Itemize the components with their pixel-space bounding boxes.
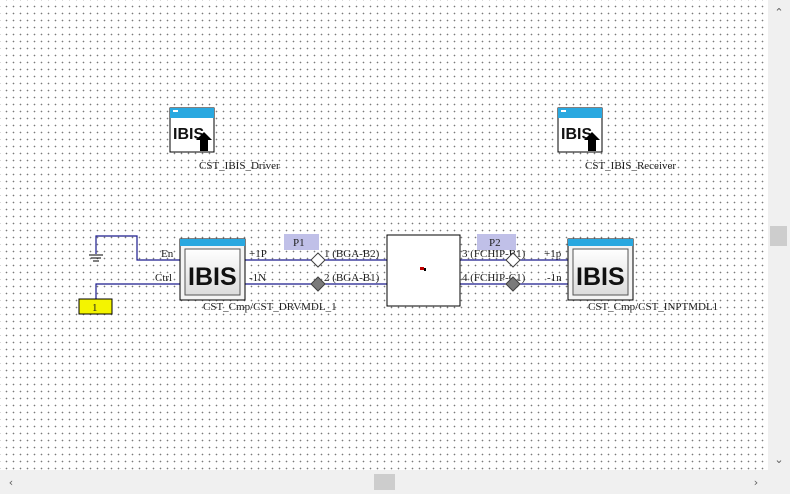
schematic-canvas[interactable]: IBIS CST_IBIS_Driver IBIS CST_IBIS_Recei… xyxy=(0,0,769,470)
receiver-model-label: CST_IBIS_Receiver xyxy=(585,160,676,172)
port-node-open[interactable] xyxy=(505,252,521,268)
driver-model-logo: IBIS xyxy=(173,126,204,143)
driver-label: CST_Cmp/CST_DRVMDL_1 xyxy=(203,301,337,313)
scroll-down-icon[interactable]: ⌄ xyxy=(774,452,784,466)
scrollbar-corner xyxy=(768,470,790,494)
center-block[interactable] xyxy=(386,234,461,307)
block-pin-2: 2 (BGA-B1) xyxy=(324,272,380,284)
scroll-up-icon[interactable]: ⌃ xyxy=(774,5,784,19)
driver-pin-en: En xyxy=(161,248,174,260)
receiver-model-icon[interactable]: IBIS xyxy=(557,107,603,153)
receiver-logo: IBIS xyxy=(576,263,625,291)
upload-arrow-icon xyxy=(584,132,600,151)
port-node-filled[interactable] xyxy=(505,276,521,292)
driver-model-icon[interactable]: IBIS xyxy=(169,107,215,153)
driver-logo: IBIS xyxy=(188,263,237,291)
receiver-pin-plus: +1p xyxy=(544,248,562,260)
driver-pin-ctrl: Ctrl xyxy=(155,272,172,284)
horizontal-scroll-thumb[interactable] xyxy=(374,474,395,490)
block-pin-1: 1 (BGA-B2) xyxy=(324,248,380,260)
scroll-right-icon[interactable]: › xyxy=(753,475,759,489)
driver-pin-plus: +1P xyxy=(249,248,267,260)
scroll-left-icon[interactable]: ‹ xyxy=(8,475,14,489)
schematic-drawing: IBIS CST_IBIS_Driver IBIS CST_IBIS_Recei… xyxy=(78,107,718,315)
ground-icon[interactable] xyxy=(89,254,103,262)
svg-text:1: 1 xyxy=(92,302,98,314)
port-p2[interactable]: P2 xyxy=(477,234,516,250)
horizontal-scrollbar[interactable]: ‹ › xyxy=(0,470,768,494)
driver-pin-minus: -1N xyxy=(249,272,266,284)
port-node-open[interactable] xyxy=(310,252,326,268)
receiver-model-logo: IBIS xyxy=(561,126,592,143)
port-p1[interactable]: P1 xyxy=(284,234,319,250)
vertical-scroll-thumb[interactable] xyxy=(770,226,787,246)
upload-arrow-icon xyxy=(196,132,212,151)
receiver-component[interactable]: IBIS xyxy=(567,238,634,301)
wires xyxy=(95,235,568,299)
port-node-filled[interactable] xyxy=(310,276,326,292)
ctrl-source[interactable]: 1 xyxy=(78,298,113,315)
receiver-label: CST_Cmp/CST_INPTMDL1 xyxy=(588,301,718,313)
svg-text:P1: P1 xyxy=(293,237,305,249)
driver-component[interactable]: IBIS xyxy=(179,238,246,301)
vertical-scrollbar[interactable]: ⌃ ⌄ xyxy=(768,0,790,470)
driver-model-label: CST_IBIS_Driver xyxy=(199,160,280,172)
svg-text:P2: P2 xyxy=(489,237,501,249)
receiver-pin-minus: -1n xyxy=(547,272,562,284)
